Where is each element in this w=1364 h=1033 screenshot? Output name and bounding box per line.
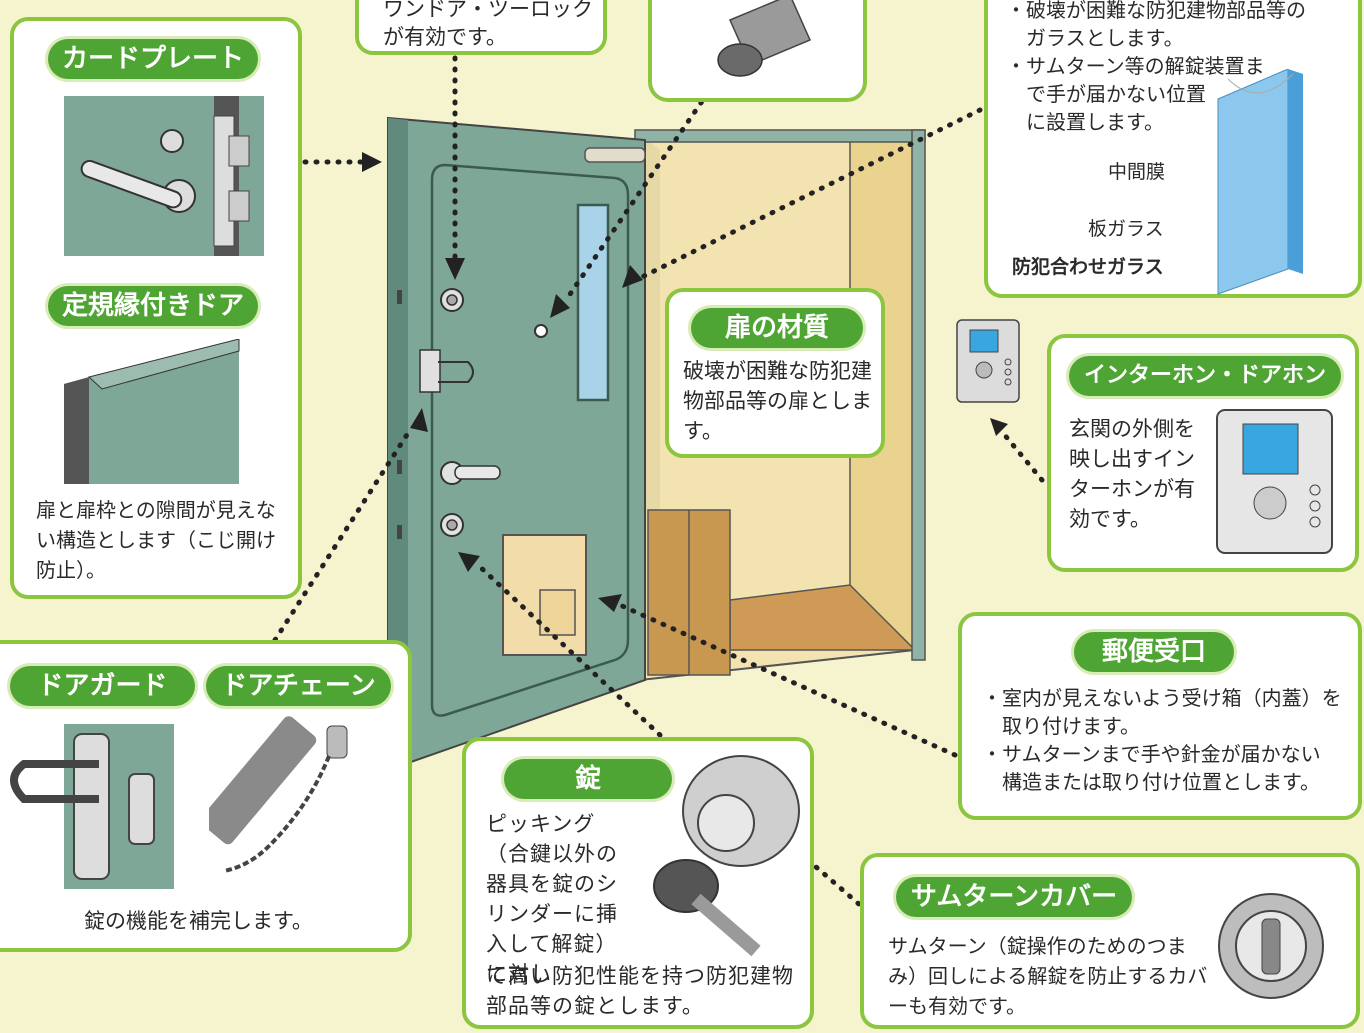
lock-box: 錠 ピッキング（合鍵以外の器具を錠のシリンダーに挿入して解錠）に対し て高い防犯… (462, 737, 814, 1029)
dual-lock-box: ワンドア・ツーロック が有効です。 (355, 0, 607, 55)
lock-desc1: ピッキング（合鍵以外の器具を錠のシリンダーに挿入して解錠）に対し (486, 812, 618, 986)
leader-lines (272, 55, 1045, 908)
card-plate-label: カードプレート (48, 39, 258, 79)
door-guard-image (10, 724, 174, 889)
mail-slot-bullet1: ・室内が見えないよう受け箱（内蓋）を (982, 686, 1342, 710)
door-chain-image (209, 716, 348, 873)
thumbturn-cover-desc: サムターン（錠操作のためのつまみ）回しによる解錠を防止するカバーも有効です。 (888, 934, 1208, 1018)
intercom-image (1216, 409, 1333, 554)
glass-sheet: 板ガラス (1088, 218, 1164, 240)
door-material-box: 扉の材質 破壊が困難な防犯建物部品等の扉とします。 (665, 288, 885, 458)
glass-interlayer: 中間膜 (1108, 161, 1166, 183)
thumbturn-cover-label: サムターンカバー (896, 877, 1132, 917)
glass-bullet1: ・破壊が困難な防犯建物部品等の (1006, 0, 1306, 22)
card-plate-box: カードプレート 定規縁付きドア 扉と扉枠との隙間が見えない構造とします（こじ開け… (10, 17, 302, 599)
door-guard-box: ドアガード ドアチェーン 錠の機能を補完します。 (0, 640, 412, 952)
mail-slot-bullet2b: 構造または取り付け位置とします。 (1002, 770, 1320, 794)
laminated-glass-image (1217, 69, 1303, 295)
dual-lock-line2: が有効です。 (383, 25, 507, 49)
glass-laminated: 防犯合わせガラス (1012, 256, 1164, 278)
door-chain-desc: 錠の機能を補完します。 (84, 909, 313, 933)
lock-desc2: て高い防犯性能を持つ防犯建物部品等の錠とします。 (486, 964, 794, 1018)
glass-bullets: ・破壊が困難な防犯建物部品等の ガラスとします。 ・サムターン等の解錠装置ま で… (1006, 0, 1306, 136)
lock-image (653, 755, 800, 957)
intercom-desc: 玄関の外側を映し出すインターホンが有効です。 (1069, 417, 1195, 531)
lock-label: 錠 (504, 759, 672, 799)
intercom-box: インターホン・ドアホン 玄関の外側を映し出すインターホンが有効です。 (1047, 334, 1359, 572)
card-plate-image (64, 96, 264, 256)
glass-bullet2: ・サムターン等の解錠装置ま (1006, 54, 1265, 78)
door-guard-part (419, 349, 441, 393)
framed-door-label: 定規縁付きドア (48, 286, 258, 326)
mail-slot-bullet2: ・サムターンまで手や針金が届かない (982, 742, 1321, 766)
glass-bullet2b: で手が届かない位置 (1026, 82, 1206, 106)
door-closer (584, 147, 646, 163)
mail-slot-bullet1b: 取り付けます。 (1002, 714, 1140, 738)
thumbturn-cover-box: サムターンカバー サムターン（錠操作のためのつまみ）回しによる解錠を防止するカバ… (860, 853, 1360, 1029)
thumbturn-cover-image (1218, 893, 1324, 999)
leader-arrowheads (362, 152, 1008, 612)
intercom-unit (956, 319, 1020, 403)
door-leaf (387, 116, 646, 772)
door-material-desc: 破壊が困難な防犯建物部品等の扉とします。 (683, 359, 872, 443)
glass-box: ・破壊が困難な防犯建物部品等の ガラスとします。 ・サムターン等の解錠装置ま で… (984, 0, 1362, 298)
door-material-label: 扉の材質 (691, 308, 863, 348)
intercom-label: インターホン・ドアホン (1069, 356, 1341, 396)
framed-door-image (64, 339, 240, 484)
mail-slot-bullets: ・室内が見えないよう受け箱（内蓋）を 取り付けます。 ・サムターンまで手や針金が… (982, 684, 1342, 796)
mail-slot-label: 郵便受口 (1074, 632, 1234, 672)
door-guard-label: ドアガード (10, 666, 195, 706)
door-window (576, 203, 610, 402)
door-chain-label: ドアチェーン (206, 666, 391, 706)
door-handle (454, 465, 501, 480)
peephole (534, 324, 548, 338)
glass-bullet2c: に設置します。 (1026, 110, 1164, 134)
peephole-illustration (648, 0, 867, 102)
dual-lock-line1: ワンドア・ツーロック (383, 0, 593, 21)
glass-bullet1b: ガラスとします。 (1026, 26, 1184, 50)
framed-door-desc: 扉と扉枠との隙間が見えない構造とします（こじ開け防止）。 (36, 498, 276, 582)
mail-slot-box: 郵便受口 ・室内が見えないよう受け箱（内蓋）を 取り付けます。 ・サムターンまで… (958, 612, 1362, 820)
